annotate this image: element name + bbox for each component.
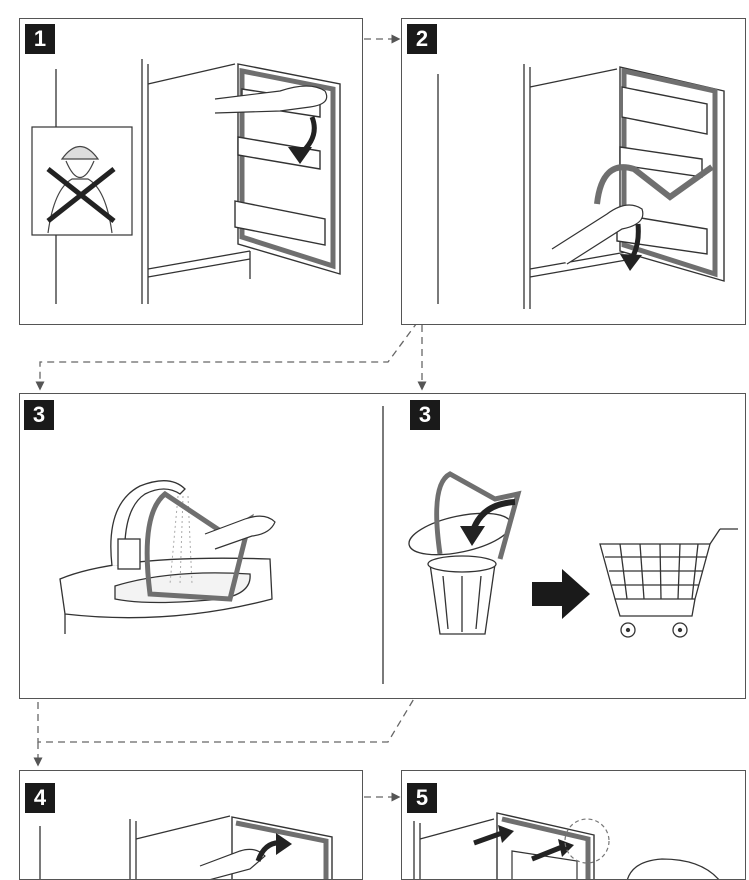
step-2-badge: 2 [407,24,437,54]
step-1-illustration [31,59,341,304]
step-3b-badge: 3 [410,400,440,430]
step-2-illustration [437,64,725,309]
step-3a-badge: 3 [24,400,54,430]
shopping-cart-icon [599,528,738,638]
trash-bin-icon [408,512,512,635]
step-4-illustration [39,815,333,879]
no-helmet-icon [31,126,133,236]
step-5-badge: 5 [407,783,437,813]
step-1-panel: 1 [19,18,363,325]
step-3-panel: 3 3 [19,393,746,699]
step-3-illustration [59,406,738,684]
step-4-panel: 4 [19,770,363,880]
step-5-illustration [413,812,720,879]
step-1-badge: 1 [25,24,55,54]
step-5-panel: 5 [401,770,746,880]
step-4-badge: 4 [25,783,55,813]
step-2-panel: 2 [401,18,746,325]
arrow-icon [532,569,590,619]
